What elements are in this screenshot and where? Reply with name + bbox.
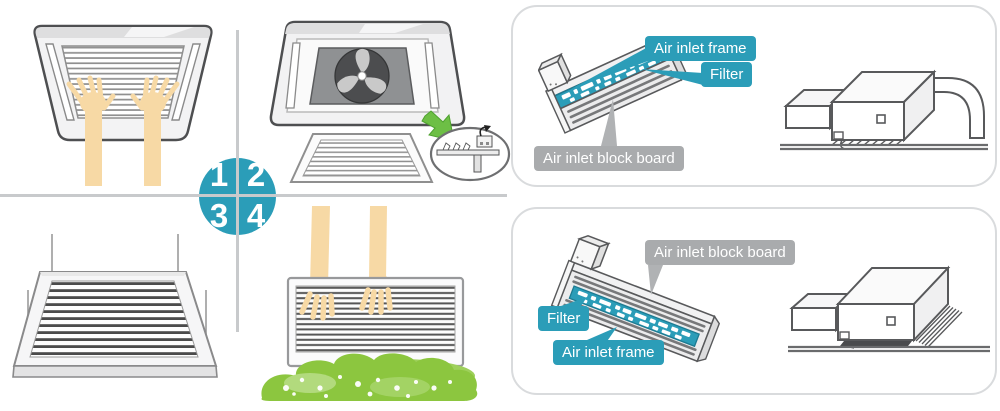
step-number-4: 4 <box>246 197 266 234</box>
step3-grille-hanging-illustration <box>12 234 218 378</box>
vertical-divider <box>236 30 239 332</box>
cleaning-foam <box>261 353 478 401</box>
hands-illustration <box>66 75 180 186</box>
step4-wash-filter-illustration <box>261 206 478 401</box>
duct-unit-panel-top: Air inlet frame Filter Air inlet block b… <box>511 5 997 187</box>
side-vent <box>45 43 75 121</box>
horizontal-divider <box>0 194 507 197</box>
grille-louvers <box>29 280 199 358</box>
air-inlet-frame-label: Air inlet frame <box>553 340 664 365</box>
filter-hook-detail <box>429 125 511 182</box>
fan-icon <box>334 48 390 104</box>
air-inlet-frame-label: Air inlet frame <box>645 36 756 61</box>
electric-box <box>538 52 572 93</box>
installed-unit-side-view <box>788 265 990 353</box>
step1-open-grille-illustration <box>33 24 213 186</box>
step2-remove-filter-illustration <box>269 20 511 183</box>
duct-unit-bottom-view <box>550 234 721 363</box>
installed-unit-with-duct <box>780 69 988 151</box>
air-inlet-block-board-label: Air inlet block board <box>534 146 684 171</box>
filter-label: Filter <box>701 62 753 87</box>
duct-unit-panel-bottom: Air inlet block board Filter Air inlet f… <box>511 207 997 395</box>
step-number-1: 1 <box>209 156 229 193</box>
side-vent <box>171 43 201 121</box>
filter-label: Filter <box>538 306 590 331</box>
electric-box <box>569 234 611 271</box>
step-number-3: 3 <box>209 197 229 234</box>
fingers <box>299 287 393 321</box>
air-inlet-block-board-label: Air inlet block board <box>645 240 795 265</box>
step-number-2: 2 <box>246 156 266 193</box>
